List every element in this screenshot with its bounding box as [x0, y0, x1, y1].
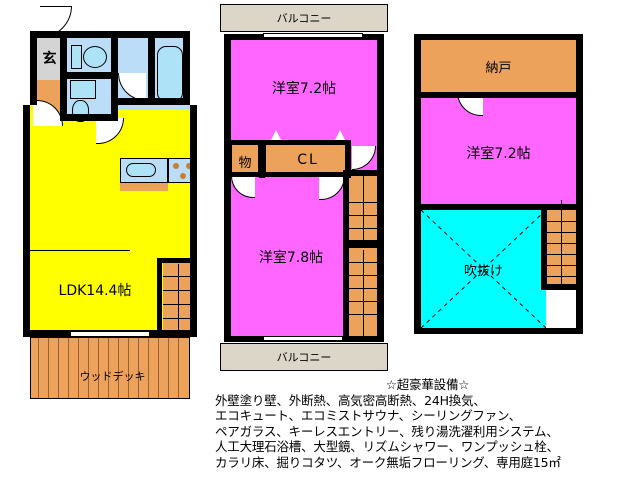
spec-line: カラリ床、掘りコタツ、オーク無垢フローリング、専用庭15㎡ — [215, 454, 561, 470]
room-label-void: 吹抜け — [463, 264, 503, 279]
bathtub-icon — [157, 46, 183, 102]
room-label-nando: 納戸 — [485, 61, 512, 76]
stair-direction-line — [363, 250, 364, 342]
room-western-72 — [231, 40, 377, 148]
room-label-ldk: LDK14.4帖 — [58, 283, 132, 299]
closet-cl — [265, 144, 351, 176]
balcony-bottom — [220, 343, 388, 371]
room-label-western-72: 洋室7.2帖 — [271, 81, 337, 97]
spec-line: ペアガラス、キーレスエントリー、残り湯洗濯利用システム、 — [215, 423, 559, 439]
room-label-wood-deck: ウッドデッキ — [79, 370, 146, 383]
room-western-72b — [421, 98, 576, 204]
floor-plan-1f: 玄 LDK14.4帖 ウッドデッキ — [0, 0, 215, 410]
spec-heading: ☆超豪華設備☆ — [385, 377, 470, 392]
floor-plan-3f: 納戸 洋室7.2帖 吹抜け — [405, 30, 590, 340]
stair-direction-line — [561, 200, 562, 286]
washbasin-counter-icon — [70, 80, 96, 99]
stair-direction-line — [363, 176, 364, 242]
stove-burner-icon — [180, 173, 186, 179]
toilet-bowl-icon — [83, 46, 107, 68]
room-label-western-78: 洋室7.8帖 — [258, 250, 324, 266]
room-wood-deck — [30, 337, 190, 399]
spec-line: エコキュート、エコミストサウナ、シーリングファン、 — [215, 408, 521, 424]
deck-outline — [30, 337, 190, 399]
room-label-entrance: 玄 — [42, 51, 57, 67]
window-bottom — [263, 336, 343, 341]
toilet-tank-icon — [71, 45, 82, 69]
entrance-door-leaf — [40, 6, 72, 7]
spec-line: 人工大理石浴槽、大型鏡、リズムシャワー、ワンプッシュ栓、 — [215, 439, 559, 455]
room-label-western-72b: 洋室7.2帖 — [466, 146, 531, 162]
window-top — [263, 33, 363, 38]
stove-burner-icon — [173, 163, 179, 169]
kitchen-sink-icon — [126, 163, 156, 177]
balcony-bottom-label: バルコニー — [276, 351, 332, 364]
room-void — [421, 210, 546, 328]
ldk-window — [70, 331, 150, 337]
balcony-top-label: バルコニー — [276, 12, 332, 25]
staircase-1f — [163, 262, 195, 332]
stove-burner-icon — [186, 163, 192, 169]
room-label-closet: CL — [297, 152, 319, 168]
kitchen-base-cabinet — [120, 183, 168, 191]
floor-plan-2f: バルコニー バルコニー 洋室7.2帖 物 CL 洋室7.8帖 — [215, 0, 395, 375]
stair-direction-line — [178, 264, 179, 338]
room-nando — [421, 40, 576, 92]
room-label-storage: 物 — [238, 156, 252, 171]
storage-mono — [231, 144, 259, 176]
spec-list: ☆超豪華設備☆ 外壁塗り壁、外断熱、高気密高断熱、24H換気、 エコキュート、エ… — [215, 377, 640, 471]
balcony-top — [220, 4, 388, 32]
spec-line: 外壁塗り壁、外断熱、高気密高断熱、24H換気、 — [215, 392, 486, 408]
